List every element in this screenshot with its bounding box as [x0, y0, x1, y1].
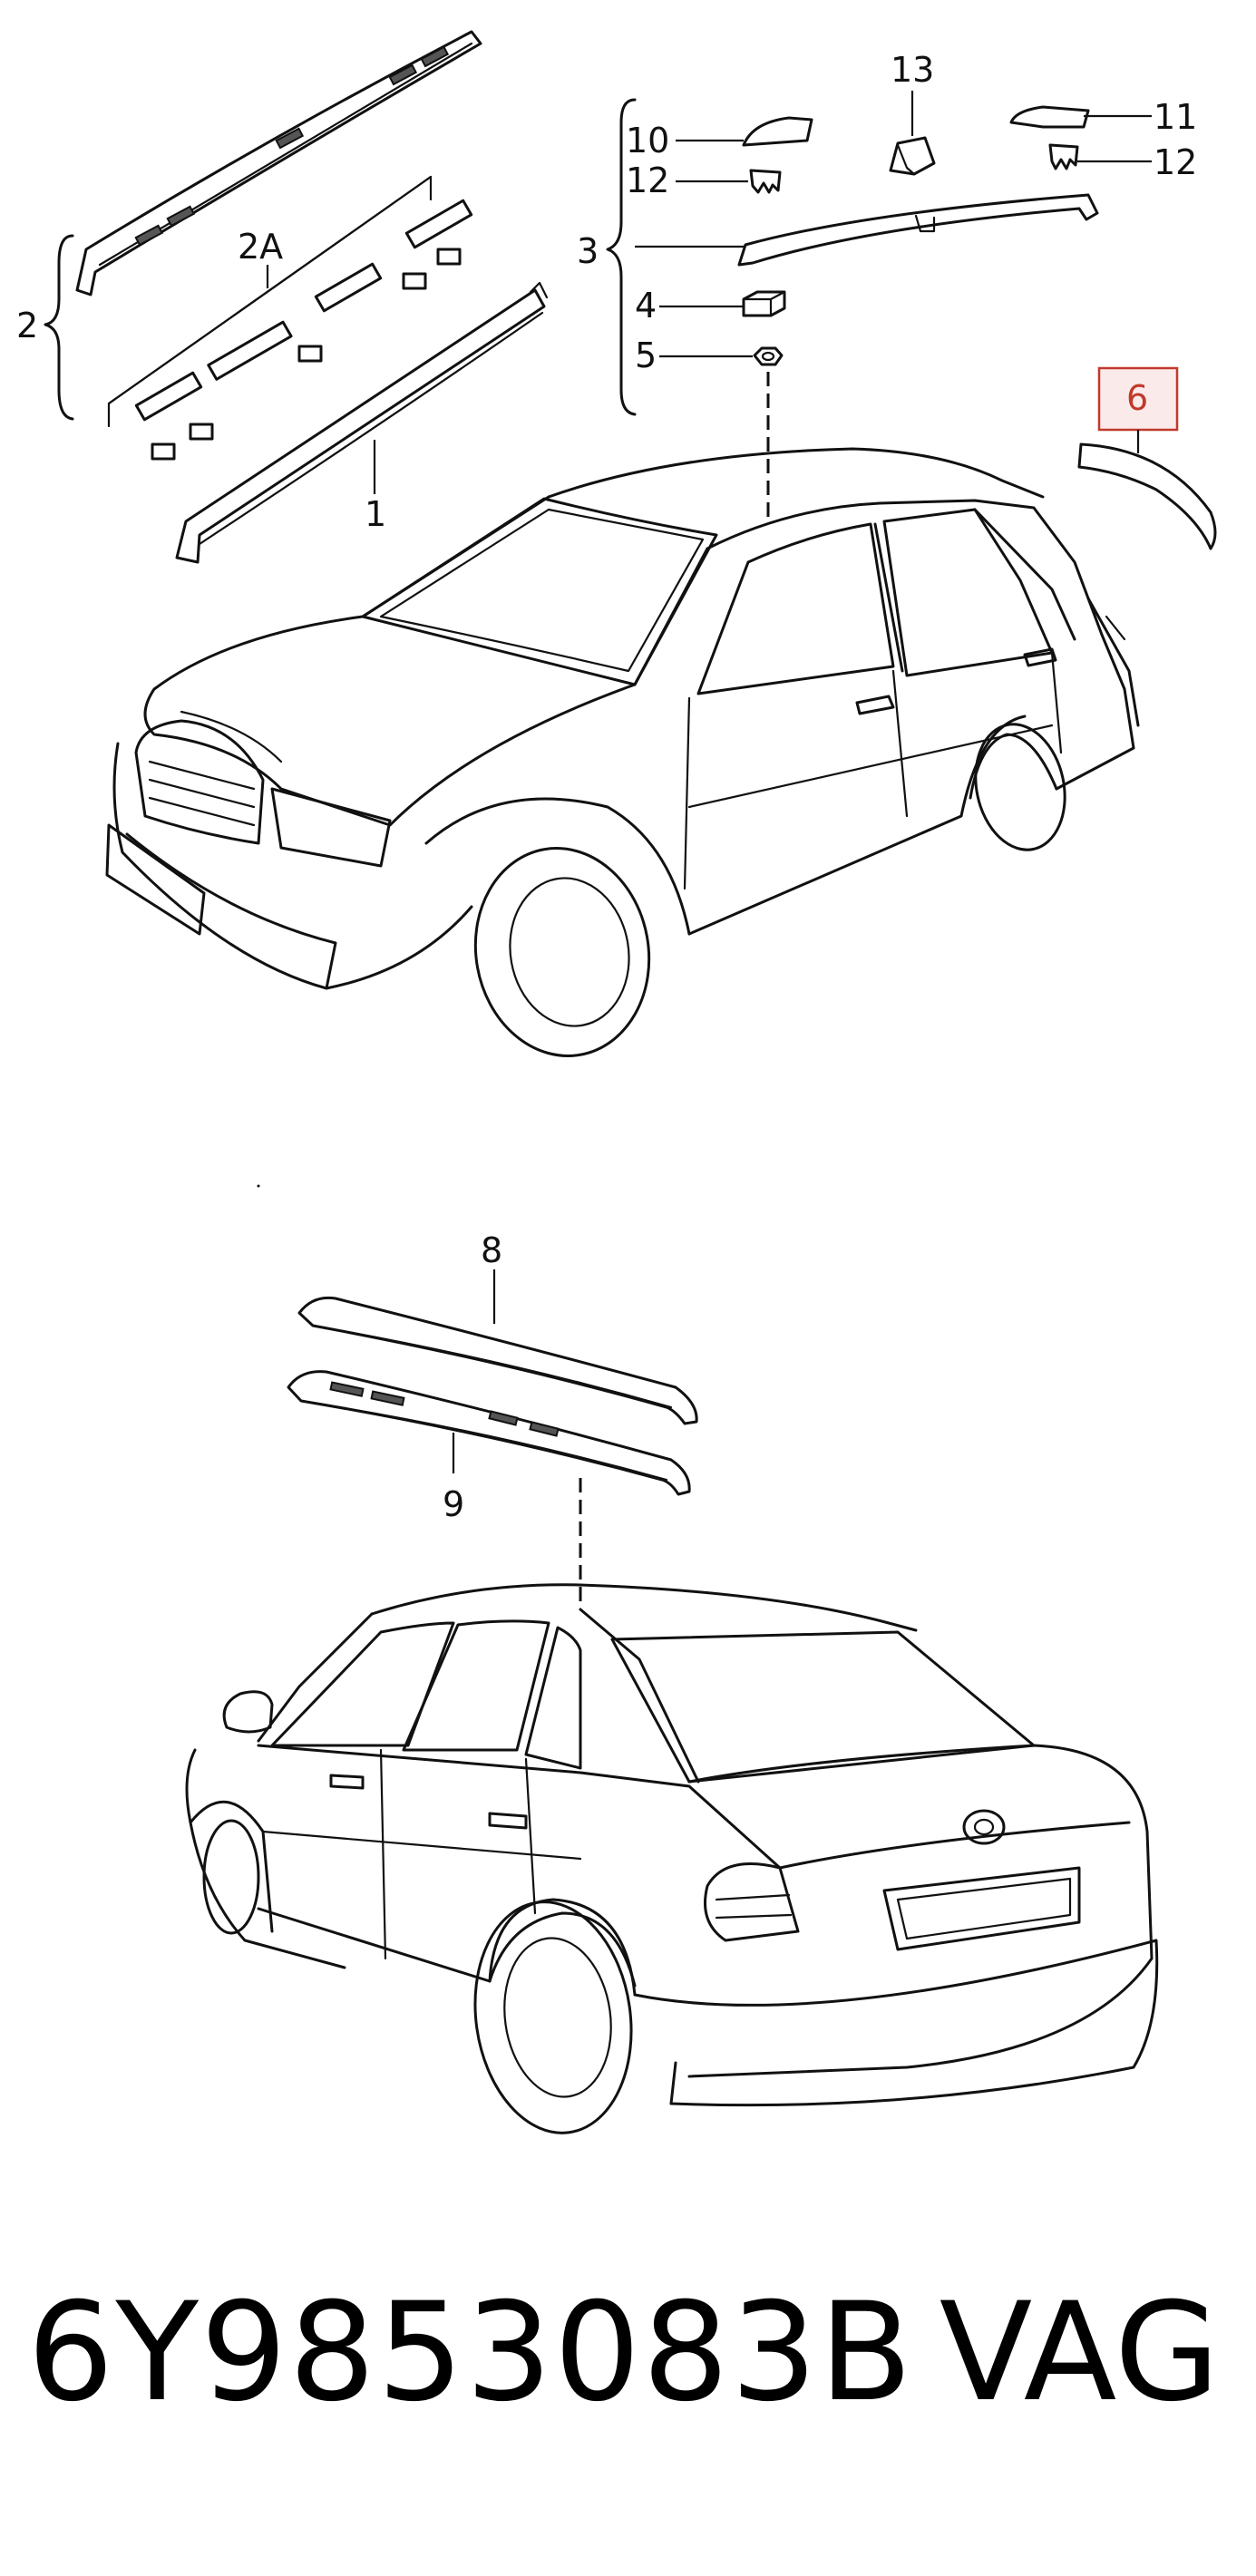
part-2a-clips [107, 175, 473, 461]
part-1-roof-rail [175, 281, 549, 564]
callout-10: 10 [626, 121, 669, 160]
part-2-roof-strip [75, 30, 482, 296]
hatchback-car-illustration [105, 447, 1140, 1057]
brace-2 [44, 234, 74, 421]
callout-3: 3 [577, 231, 599, 271]
callout-11: 11 [1154, 97, 1197, 137]
callout-5: 5 [635, 335, 657, 375]
callout-4: 4 [635, 286, 657, 326]
callout-12b: 12 [1154, 142, 1197, 182]
part-10-cap [742, 116, 813, 147]
brace-3 [606, 98, 637, 416]
callout-2: 2 [16, 306, 38, 345]
callout-6: 6 [1126, 378, 1148, 418]
part-13-end-piece [889, 136, 936, 176]
part-12b-clip [1048, 143, 1079, 170]
highlight-box-6 [1097, 366, 1179, 432]
callout-8: 8 [481, 1230, 502, 1270]
part-8-roof-strip [297, 1296, 698, 1425]
part-4-bracket [742, 290, 786, 317]
callout-9: 9 [443, 1484, 464, 1524]
callout-13: 13 [891, 50, 934, 90]
part-6-spoiler [1077, 442, 1217, 550]
callout-1: 1 [365, 494, 386, 534]
callout-2a: 2A [238, 227, 283, 267]
part-12a-clip [749, 169, 782, 194]
part-11-cap [1009, 105, 1090, 129]
part-9-roof-strip [287, 1370, 691, 1496]
sedan-car-illustration [185, 1583, 1159, 2134]
brand-label: VAG [939, 2274, 1220, 2432]
dot-mark [257, 1184, 260, 1188]
part-3-roof-rail [737, 193, 1099, 267]
part-5-nut [753, 346, 784, 366]
callout-12a: 12 [626, 160, 669, 200]
part-number-label: 6Y9853083B [27, 2274, 915, 2432]
